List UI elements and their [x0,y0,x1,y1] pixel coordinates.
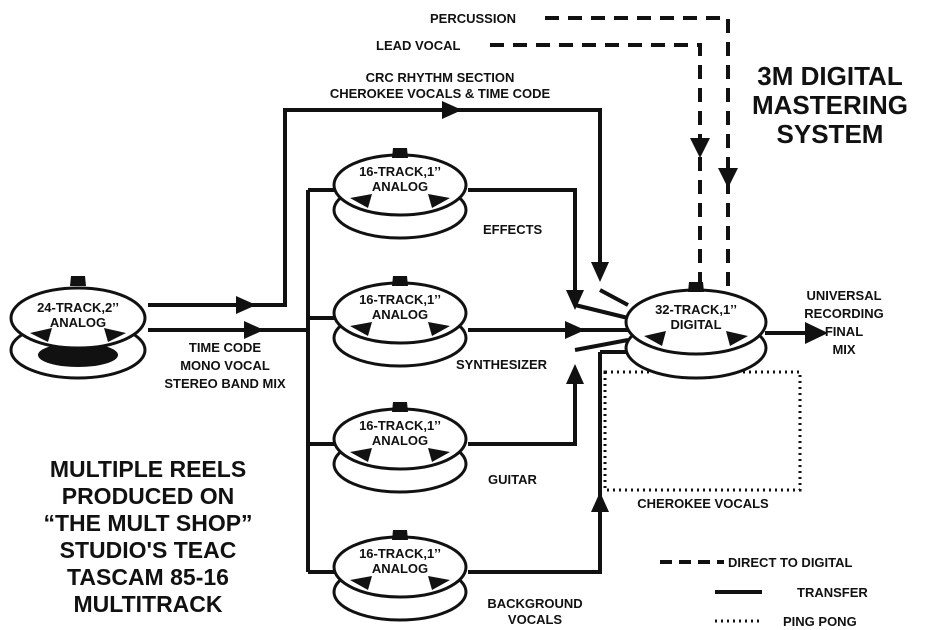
arrowhead [690,138,710,158]
label-percussion: PERCUSSION [430,11,516,26]
reel-16-track-guitar: 16-TRACK,1’’ ANALOG [334,402,466,492]
reel-line-1: 24-TRACK,2’’ [37,300,119,315]
system-title-line-3: SYSTEM [777,119,884,149]
label-effects: EFFECTS [483,222,543,237]
transfer-line-guitar [468,372,575,444]
footnote-line-6: MULTITRACK [73,591,222,617]
reel-32-track-digital: 32-TRACK,1’’ DIGITAL [626,282,766,378]
label-background-line-2: VOCALS [508,612,563,627]
transfer-line-bg [468,500,600,572]
footnote-line-3: “THE MULT SHOP” [43,510,252,536]
label-universal-line-3: FINAL [825,324,863,339]
arrowhead [442,101,462,119]
label-crc-line-1: CRC RHYTHM SECTION [366,70,515,85]
reel-line-2: ANALOG [372,561,428,576]
label-universal-line-1: UNIVERSAL [806,288,881,303]
arrowhead [591,262,609,282]
legend: DIRECT TO DIGITAL TRANSFER PING PONG [660,555,868,629]
reel-line-2: ANALOG [372,433,428,448]
ping-pong-box [605,372,800,490]
arrowhead [591,492,609,512]
label-synthesizer: SYNTHESIZER [456,357,548,372]
reel-line-2: ANALOG [372,307,428,322]
footnote: MULTIPLE REELS PRODUCED ON “THE MULT SHO… [43,456,252,617]
label-universal-line-4: MIX [832,342,855,357]
direct-line-lead-vocal [490,45,700,295]
label-background-line-1: BACKGROUND [487,596,582,611]
legend-transfer: TRANSFER [797,585,868,600]
reel-line-1: 16-TRACK,1’’ [359,164,441,179]
reel-16-track-synth: 16-TRACK,1’’ ANALOG [334,276,466,366]
arrowhead [718,168,738,188]
transfer-line-effects [468,190,575,305]
reel-line-1: 16-TRACK,1’’ [359,418,441,433]
reel-line-1: 32-TRACK,1’’ [655,302,737,317]
footnote-line-1: MULTIPLE REELS [50,456,246,482]
reel-line-1: 16-TRACK,1’’ [359,546,441,561]
arrowhead [244,321,264,339]
label-lead-vocal: LEAD VOCAL [376,38,461,53]
label-timecode-line-1: TIME CODE [189,340,262,355]
system-title-line-2: MASTERING [752,90,908,120]
label-timecode-line-3: STEREO BAND MIX [164,376,286,391]
merge-effects [575,305,628,318]
direct-lines [490,18,728,295]
reel-line-2: ANALOG [372,179,428,194]
arrowhead [236,296,256,314]
merge-crc [600,290,628,305]
label-timecode-line-2: MONO VOCAL [180,358,270,373]
legend-direct: DIRECT TO DIGITAL [728,555,853,570]
footnote-line-4: STUDIO'S TEAC [60,537,237,563]
label-guitar: GUITAR [488,472,537,487]
footnote-line-2: PRODUCED ON [62,483,235,509]
arrowhead [565,321,585,339]
label-cherokee-vocals: CHEROKEE VOCALS [637,496,769,511]
reel-line-2: ANALOG [50,315,106,330]
footnote-line-5: TASCAM 85-16 [67,564,229,590]
reel-line-2: DIGITAL [670,317,721,332]
label-crc-line-2: CHEROKEE VOCALS & TIME CODE [330,86,551,101]
label-universal-line-2: RECORDING [804,306,883,321]
reel-16-track-bg: 16-TRACK,1’’ ANALOG [334,530,466,620]
merge-guitar [575,340,628,350]
reel-line-1: 16-TRACK,1’’ [359,292,441,307]
reel-24-track: 24-TRACK,2’’ ANALOG [11,276,145,378]
arrowhead [566,364,584,384]
system-title-line-1: 3M DIGITAL [757,61,903,91]
reel-16-track-effects: 16-TRACK,1’’ ANALOG [334,148,466,238]
direct-arrowheads [690,138,738,188]
legend-pingpong: PING PONG [783,614,857,629]
